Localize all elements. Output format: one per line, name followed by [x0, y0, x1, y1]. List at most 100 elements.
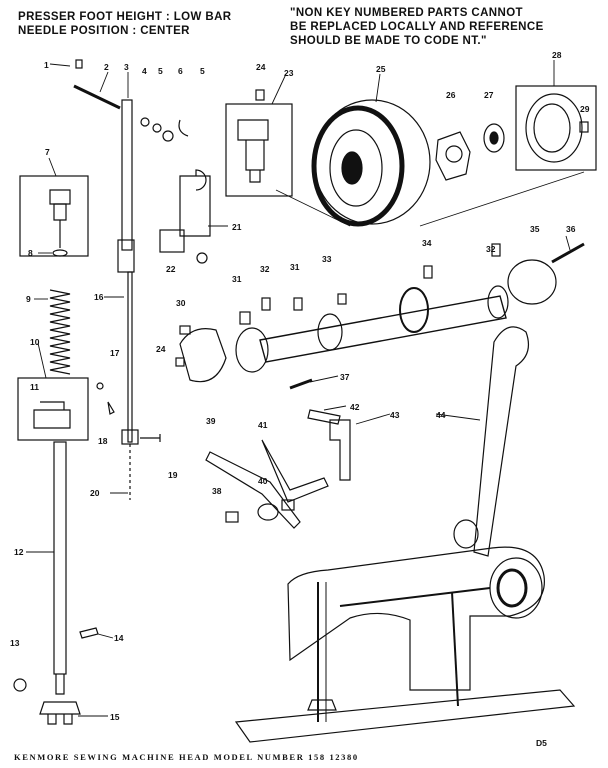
pin-42 [307, 409, 341, 425]
cam-left [179, 328, 227, 383]
callout-14: 14 [114, 633, 124, 643]
needle-bar-bracket-3 [121, 99, 133, 251]
callout-5a: 5 [158, 66, 163, 76]
callout-39: 39 [206, 416, 216, 426]
callout-19: 19 [168, 470, 178, 480]
callout-16: 16 [94, 292, 104, 302]
part-30 [179, 325, 191, 335]
callout-labels: 1 2 3 4 5 6 5 7 8 9 10 11 12 13 14 15 16… [10, 50, 590, 722]
washer-27 [483, 123, 505, 153]
presser-foot-15 [39, 701, 81, 725]
header-left: PRESSER FOOT HEIGHT : LOW BAR NEEDLE POS… [18, 10, 232, 38]
callout-2: 2 [104, 62, 109, 72]
callout-36: 36 [566, 224, 576, 234]
screw-24 [255, 89, 265, 101]
spring-32a [261, 297, 271, 311]
presser-bar-cap [49, 189, 71, 205]
callout-13: 13 [10, 638, 20, 648]
presser-bar-12 [53, 441, 67, 675]
machine-head-outline [234, 546, 576, 743]
washer-8 [52, 249, 68, 257]
callout-26: 26 [446, 90, 456, 100]
lever-41 [261, 439, 329, 503]
callout-27: 27 [484, 90, 494, 100]
screw-17 [96, 382, 104, 390]
callout-34: 34 [422, 238, 432, 248]
screw-24b [175, 357, 185, 367]
bracket-box-7 [19, 175, 89, 257]
screw-31b [293, 297, 303, 311]
spring-32b [491, 243, 501, 257]
bushing-35 [507, 259, 557, 305]
notice-line-3: SHOULD BE MADE TO CODE NT." [290, 35, 487, 47]
bracket-43 [329, 419, 351, 481]
callout-22: 22 [166, 264, 176, 274]
callout-31b: 31 [290, 262, 300, 272]
take-up-lever-21 [179, 169, 211, 237]
callout-12: 12 [14, 547, 24, 557]
callout-7: 7 [45, 147, 50, 157]
callout-40: 40 [258, 476, 268, 486]
connecting-rod-44 [473, 326, 529, 557]
lower-linkage [205, 326, 529, 557]
callout-32b: 32 [486, 244, 496, 254]
callout-leaders [26, 60, 571, 717]
link-23 [237, 119, 269, 183]
callout-21: 21 [232, 222, 242, 232]
callout-17: 17 [110, 348, 120, 358]
notice-line-1: "NON KEY NUMBERED PARTS CANNOT [290, 7, 523, 19]
spring-34 [423, 265, 433, 279]
callout-28: 28 [552, 50, 562, 60]
spring-6 [178, 119, 189, 137]
screw-29 [579, 121, 589, 133]
presser-bar-assembly [13, 175, 99, 725]
machine-arm [287, 546, 545, 691]
callout-18: 18 [98, 436, 108, 446]
callout-31a: 31 [232, 274, 242, 284]
callout-23: 23 [284, 68, 294, 78]
part-40 [281, 499, 295, 511]
part-33 [337, 293, 347, 305]
bracket-box-10 [17, 377, 89, 441]
bar-2 [73, 84, 121, 110]
spring-9 [49, 289, 71, 375]
callout-24b: 24 [156, 344, 166, 354]
presser-foot-height-text: PRESSER FOOT HEIGHT : LOW BAR [18, 11, 232, 23]
part-18 [107, 401, 115, 415]
thumb-screw-13 [13, 678, 27, 692]
arm-shaft-assembly [175, 242, 585, 390]
callout-42: 42 [350, 402, 360, 412]
arm-shaft [259, 295, 507, 363]
callout-4: 4 [142, 66, 147, 76]
part-37 [289, 378, 313, 390]
callout-3: 3 [124, 62, 129, 72]
callout-37: 37 [340, 372, 350, 382]
callout-44: 44 [436, 410, 446, 420]
callout-5b: 5 [200, 66, 205, 76]
callout-6: 6 [178, 66, 183, 76]
hand-wheel-assembly [225, 85, 597, 227]
bracket-box-23 [225, 103, 293, 197]
notice-line-2: BE REPLACED LOCALLY AND REFERENCE [290, 21, 544, 33]
callout-30: 30 [176, 298, 186, 308]
callout-10: 10 [30, 337, 40, 347]
callout-29: 29 [580, 104, 590, 114]
callout-38: 38 [212, 486, 222, 496]
lever-39 [205, 451, 301, 529]
pin-36 [551, 242, 585, 264]
screw-1 [75, 59, 83, 69]
callout-35: 35 [530, 224, 540, 234]
callout-41: 41 [258, 420, 268, 430]
page-mark: D5 [536, 738, 547, 748]
needle-bar-assembly [73, 59, 211, 500]
callout-8: 8 [28, 248, 33, 258]
footer-title: KENMORE SEWING MACHINE HEAD MODEL NUMBER… [14, 752, 359, 762]
screw-31a [239, 311, 251, 325]
header-notice: "NON KEY NUMBERED PARTS CANNOT BE REPLAC… [290, 6, 544, 48]
callout-32a: 32 [260, 264, 270, 274]
screw-22 [196, 252, 208, 264]
machine-base [234, 689, 576, 743]
callout-9: 9 [26, 294, 31, 304]
needle-bar-16 [127, 271, 133, 443]
